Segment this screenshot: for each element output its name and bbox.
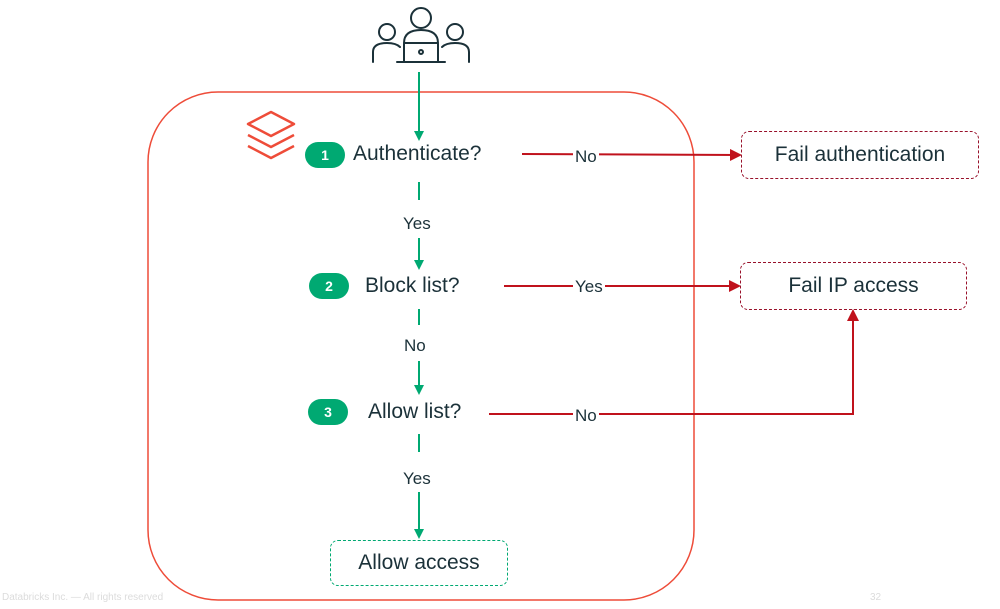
workspace-boundary xyxy=(147,91,695,601)
auth-yes-label: Yes xyxy=(401,214,433,234)
databricks-logo-icon xyxy=(246,110,296,160)
step-3-badge: 3 xyxy=(308,399,348,425)
allow-access-label: Allow access xyxy=(358,551,480,574)
allow-no-label: No xyxy=(573,406,599,426)
step-2-badge: 2 xyxy=(309,273,349,299)
allow-access-box: Allow access xyxy=(330,540,508,586)
fail-authentication-box: Fail authentication xyxy=(741,131,979,179)
flow-allow-no xyxy=(489,309,859,415)
flow-auth-no xyxy=(521,148,742,161)
fail-ip-access-label: Fail IP access xyxy=(788,274,919,297)
allow-yes-label: Yes xyxy=(401,469,433,489)
block-yes-label: Yes xyxy=(573,277,605,297)
footer-page-number: 32 xyxy=(870,592,882,603)
step-1-badge: 1 xyxy=(305,142,345,168)
step-2-label: Block list? xyxy=(365,274,460,297)
footer-copyright: Databricks Inc. — All rights reserved xyxy=(2,592,164,603)
block-no-label: No xyxy=(402,336,428,356)
fail-authentication-label: Fail authentication xyxy=(774,143,946,166)
step-3-label: Allow list? xyxy=(368,400,462,423)
step-1-label: Authenticate? xyxy=(353,142,482,165)
auth-no-label: No xyxy=(573,147,599,167)
users-icon xyxy=(372,7,470,63)
fail-ip-access-box: Fail IP access xyxy=(740,262,967,310)
